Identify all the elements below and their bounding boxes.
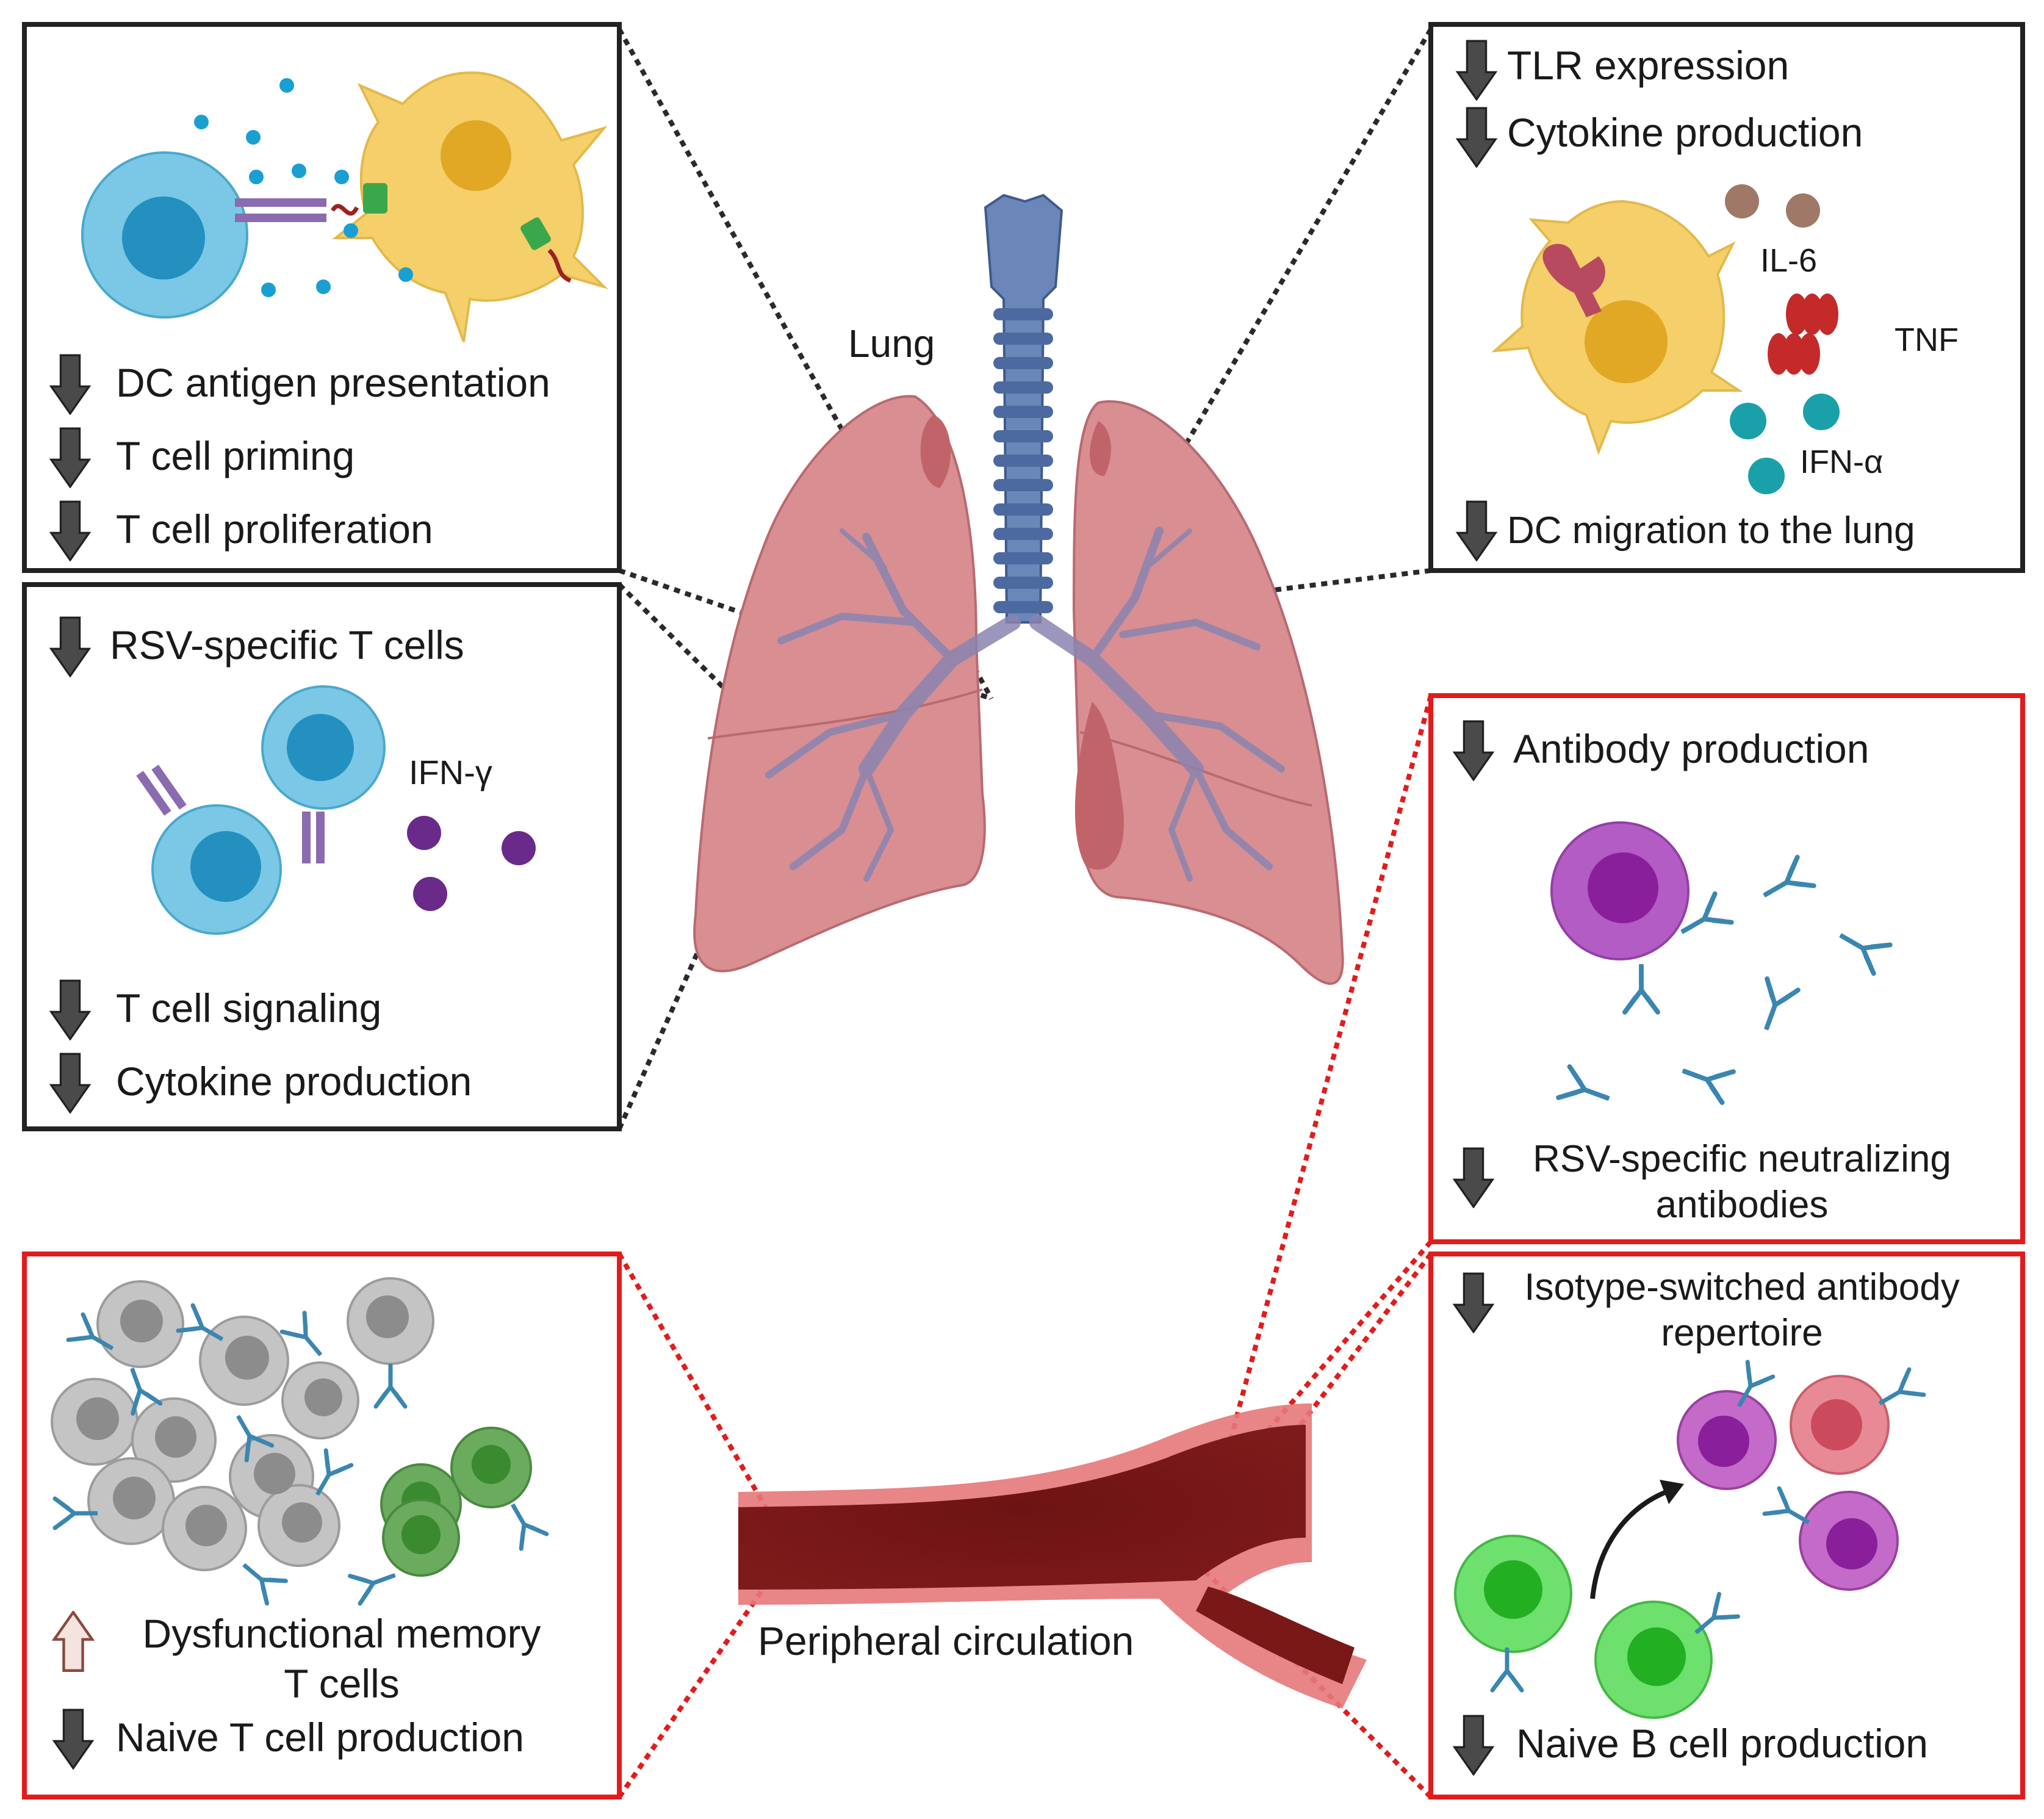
cytokine-dots — [194, 78, 413, 297]
il6-molecule — [1786, 193, 1820, 228]
dc-item-3: T cell proliferation — [116, 506, 433, 552]
ifn-gamma-label: IFN-γ — [409, 753, 492, 791]
receptor-complex — [235, 183, 572, 283]
antibody-footer-line1: RSV-specific neutralizing — [1533, 1138, 1951, 1180]
left-lobe-shade — [920, 415, 951, 488]
vessel-lumen — [738, 1425, 1306, 1590]
isotype-title-line1: Isotype-switched antibody — [1524, 1266, 1959, 1308]
memory-illustration — [51, 1277, 547, 1604]
memory-t-cell-nuclei — [76, 1295, 409, 1546]
t-cell-nucleus — [287, 714, 354, 781]
ifna-molecule — [1748, 458, 1785, 494]
ifna-label: IFN-α — [1800, 444, 1883, 480]
antibody-illustration — [1550, 821, 1890, 1114]
memory-panel: Dysfunctional memory T cells Naive T cel… — [22, 1252, 622, 1799]
dc-item-2: T cell priming — [116, 433, 354, 478]
tlr-item-1: TLR expression — [1507, 43, 1789, 88]
tlr-panel-box — [1428, 22, 2025, 573]
naive-b-cell-nucleus — [1627, 1627, 1686, 1686]
il6-label: IL-6 — [1760, 242, 1817, 279]
tnf-molecule — [1786, 294, 1838, 335]
il6-molecule — [1725, 184, 1759, 218]
tlr-panel: TLR expression Cytokine production IL-6 … — [1428, 22, 2025, 573]
antibody-panel: Antibody production RSV-specific neutral… — [1428, 693, 2025, 1244]
differentiation-arrow — [1590, 1486, 1676, 1599]
vessel-branch — [1196, 1587, 1355, 1684]
ifn-gamma-molecule — [413, 877, 447, 911]
class-switched-b-cell-nucleus — [1698, 1416, 1749, 1467]
antibody-footer-line2: antibodies — [1656, 1184, 1829, 1226]
plasma-cell-nucleus — [1588, 852, 1658, 923]
t-cell-nucleus — [190, 831, 261, 902]
effector-t-cells — [380, 1427, 532, 1577]
tnf-molecule — [1768, 333, 1820, 375]
blood-vessel: Peripheral circulation — [738, 1403, 1367, 1709]
ifn-gamma-molecule — [502, 831, 536, 865]
memory-down-item: Naive T cell production — [116, 1715, 524, 1760]
dc-panel: DC antigen presentation T cell priming T… — [22, 22, 622, 573]
left-lung — [693, 395, 986, 973]
tcr-receptors — [136, 765, 325, 863]
tlr-footer: DC migration to the lung — [1507, 510, 1915, 552]
lung-label: Lung — [848, 322, 935, 366]
isotype-illustration — [1454, 1362, 1924, 1719]
circulation-label: Peripheral circulation — [758, 1618, 1134, 1663]
tlr-receptor — [1542, 243, 1605, 317]
dendritic-cell — [332, 71, 608, 342]
lung-illustration: Lung — [693, 193, 1344, 985]
tlr-item-2: Cytokine production — [1507, 110, 1863, 155]
dc-item-1: DC antigen presentation — [116, 360, 550, 405]
tcell-title: RSV-specific T cells — [110, 622, 464, 668]
t-cell-nucleus — [122, 196, 205, 279]
class-switched-b-cell-nucleus — [1826, 1518, 1877, 1569]
trachea-rings — [993, 308, 1053, 613]
isotype-footer: Naive B cell production — [1516, 1721, 1928, 1766]
tnf-label: TNF — [1895, 322, 1959, 358]
connector-tcell-top — [617, 583, 789, 752]
dc-illustration — [81, 71, 608, 342]
ifna-molecule — [1730, 403, 1766, 439]
ifn-gamma-molecule — [407, 816, 441, 850]
right-lobe-shade — [1090, 421, 1111, 476]
arrowhead-icon — [1660, 1480, 1684, 1504]
connector-antibody-top — [1215, 694, 1433, 1490]
memory-up-line2: T cells — [284, 1661, 400, 1706]
isotype-panel: Isotype-switched antibody repertoire Nai… — [1428, 1252, 2025, 1799]
ifna-molecule — [1803, 394, 1840, 430]
isotype-panel-box — [1428, 1252, 2025, 1799]
naive-b-cell-nucleus — [1484, 1560, 1542, 1619]
tlr-illustration: IL-6 TNF IFN-α — [1491, 184, 1959, 494]
tcell-panel: RSV-specific T cells IFN-γ T cell signal… — [22, 582, 622, 1131]
connector-tlr-top — [1084, 27, 1433, 615]
tcell-item-1: T cell signaling — [116, 985, 381, 1031]
connector-memory-bottom — [617, 1548, 793, 1799]
antibody-panel-box — [1428, 693, 2025, 1244]
antibody-title: Antibody production — [1513, 726, 1869, 771]
tcell-illustration: IFN-γ — [136, 685, 536, 935]
tcell-item-2: Cytokine production — [116, 1059, 472, 1104]
dc-nucleus — [1585, 300, 1668, 383]
dc-nucleus — [441, 120, 511, 191]
left-lung-lobe-line — [707, 688, 983, 740]
right-lung — [1072, 400, 1344, 985]
class-switched-b-cell-nucleus — [1811, 1399, 1862, 1450]
memory-up-line1: Dysfunctional memory — [143, 1611, 541, 1656]
isotype-title-line2: repertoire — [1661, 1312, 1823, 1354]
heart-notch — [1074, 702, 1124, 870]
bronchial-tree — [765, 527, 1285, 882]
